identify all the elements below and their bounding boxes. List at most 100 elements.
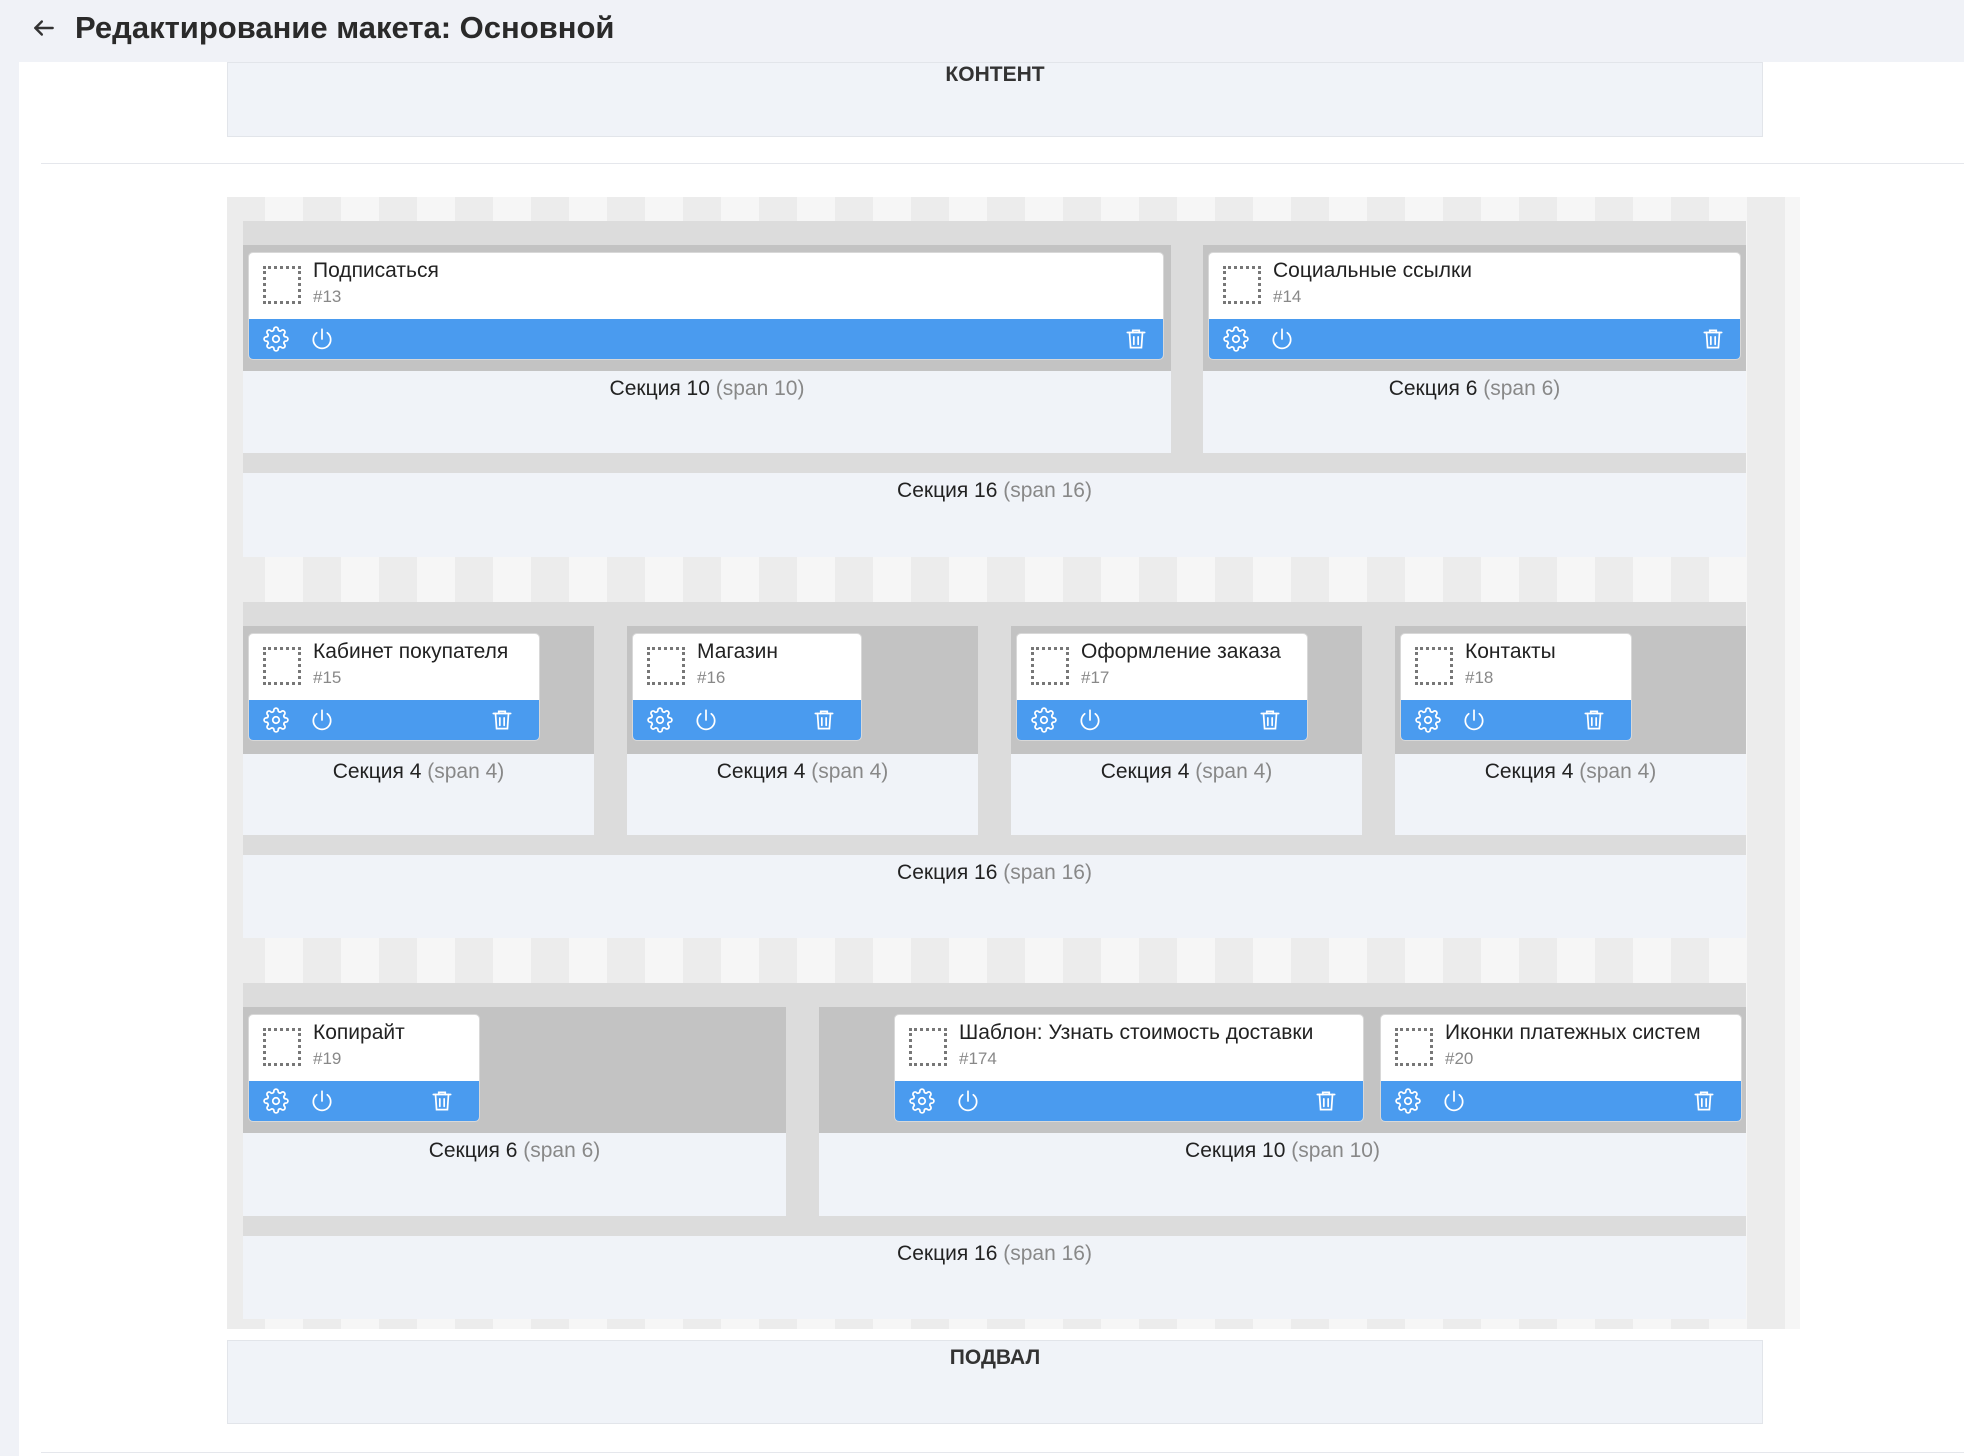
back-button[interactable] xyxy=(26,10,62,46)
widget-card[interactable]: Подписаться #13 xyxy=(249,253,1163,359)
trash-icon[interactable] xyxy=(1691,1088,1717,1114)
widget-placeholder-icon xyxy=(1395,1028,1433,1066)
section-label: Секция 4 (span 4) xyxy=(716,760,889,783)
widget-id: #174 xyxy=(959,1049,997,1068)
trash-icon[interactable] xyxy=(489,707,515,733)
divider xyxy=(41,1452,1964,1453)
widget-placeholder-icon xyxy=(263,266,301,304)
gear-icon[interactable] xyxy=(1223,326,1249,352)
content-region-label: КОНТЕНТ xyxy=(945,63,1045,86)
footer-region[interactable]: ПОДВАЛ xyxy=(227,1340,1763,1424)
widget-placeholder-icon xyxy=(1223,266,1261,304)
section-row-2-outer-body: Секция 16 (span 16) xyxy=(243,855,1746,938)
widget-name: Иконки платежных систем xyxy=(1445,1019,1733,1047)
gear-icon[interactable] xyxy=(1415,707,1441,733)
section-row-1[interactable]: Секция 16 (span 16) Подписаться #13 xyxy=(243,221,1746,557)
widget-toolbar xyxy=(633,700,861,740)
trash-icon[interactable] xyxy=(1257,707,1283,733)
section-label: Секция 10 (span 10) xyxy=(609,377,805,400)
gear-icon[interactable] xyxy=(909,1088,935,1114)
widget-name: Магазин xyxy=(697,638,853,666)
gear-icon[interactable] xyxy=(263,707,289,733)
widget-card[interactable]: Контакты #18 xyxy=(1401,634,1631,740)
trash-icon[interactable] xyxy=(1700,326,1726,352)
trash-icon[interactable] xyxy=(1313,1088,1339,1114)
widget-id: #19 xyxy=(313,1049,342,1068)
section-label: Секция 16 (span 16) xyxy=(897,861,1092,884)
gear-icon[interactable] xyxy=(263,326,289,352)
section-span-4[interactable]: Магазин #16 Секция 4 (span 4) xyxy=(627,626,978,835)
widget-card[interactable]: Оформление заказа #17 xyxy=(1017,634,1307,740)
trash-icon[interactable] xyxy=(1123,326,1149,352)
section-span-4[interactable]: Контакты #18 Секция 4 (span 4) xyxy=(1395,626,1746,835)
widget-card[interactable]: Копирайт #19 xyxy=(249,1015,479,1121)
widget-name: Социальные ссылки xyxy=(1273,257,1732,285)
widget-id: #20 xyxy=(1445,1049,1474,1068)
widget-toolbar xyxy=(1209,319,1740,359)
section-span-6[interactable]: Социальные ссылки #14 Секция 6 (span 6) xyxy=(1203,245,1746,453)
trash-icon[interactable] xyxy=(1581,707,1607,733)
section-span-4[interactable]: Кабинет покупателя #15 Секция 4 (span 4) xyxy=(243,626,594,835)
widget-id: #13 xyxy=(313,287,342,306)
layout-editor-panel: КОНТЕНТ Секция 16 (span 16) Подписаться … xyxy=(19,62,1964,1456)
widget-toolbar xyxy=(249,1081,479,1121)
widget-toolbar xyxy=(1017,700,1307,740)
widget-placeholder-icon xyxy=(647,647,685,685)
divider xyxy=(41,163,1964,164)
power-icon[interactable] xyxy=(1269,326,1295,352)
trash-icon[interactable] xyxy=(811,707,837,733)
content-region[interactable]: КОНТЕНТ xyxy=(227,62,1763,137)
widget-id: #16 xyxy=(697,668,726,687)
widget-name: Оформление заказа xyxy=(1081,638,1299,666)
section-row-2[interactable]: Секция 16 (span 16) Кабинет покупателя #… xyxy=(243,602,1746,938)
gear-icon[interactable] xyxy=(263,1088,289,1114)
section-row-3[interactable]: Секция 16 (span 16) Копирайт #19 xyxy=(243,983,1746,1319)
section-span-10[interactable]: Подписаться #13 Секция 10 (span 10) xyxy=(243,245,1171,453)
widget-placeholder-icon xyxy=(1415,647,1453,685)
widget-placeholder-icon xyxy=(263,1028,301,1066)
arrow-left-icon xyxy=(34,20,54,36)
widget-placeholder-icon xyxy=(909,1028,947,1066)
power-icon[interactable] xyxy=(1441,1088,1467,1114)
power-icon[interactable] xyxy=(309,326,335,352)
widget-card[interactable]: Иконки платежных систем #20 xyxy=(1381,1015,1741,1121)
power-icon[interactable] xyxy=(309,707,335,733)
widget-card[interactable]: Кабинет покупателя #15 xyxy=(249,634,539,740)
widget-name: Контакты xyxy=(1465,638,1623,666)
section-label: Секция 6 (span 6) xyxy=(428,1139,601,1162)
widget-id: #18 xyxy=(1465,668,1494,687)
trash-icon[interactable] xyxy=(429,1088,455,1114)
widget-card[interactable]: Магазин #16 xyxy=(633,634,861,740)
sections-wrapper: Секция 16 (span 16) Подписаться #13 xyxy=(227,197,1800,1329)
section-row-1-outer-body: Секция 16 (span 16) xyxy=(243,473,1746,557)
gear-icon[interactable] xyxy=(1031,707,1057,733)
section-label: Секция 4 (span 4) xyxy=(1100,760,1273,783)
power-icon[interactable] xyxy=(955,1088,981,1114)
footer-region-label: ПОДВАЛ xyxy=(949,1346,1041,1369)
widget-toolbar xyxy=(1381,1081,1741,1121)
widget-card[interactable]: Шаблон: Узнать стоимость доставки #174 xyxy=(895,1015,1363,1121)
power-icon[interactable] xyxy=(1461,707,1487,733)
widget-toolbar xyxy=(249,319,1163,359)
power-icon[interactable] xyxy=(1077,707,1103,733)
section-span-6[interactable]: Копирайт #19 Секция 6 (span 6) xyxy=(243,1007,786,1216)
gear-icon[interactable] xyxy=(647,707,673,733)
section-span-4[interactable]: Оформление заказа #17 Секция 4 (span 4) xyxy=(1011,626,1362,835)
power-icon[interactable] xyxy=(693,707,719,733)
section-label: Секция 6 (span 6) xyxy=(1388,377,1561,400)
widget-id: #15 xyxy=(313,668,342,687)
section-label: Секция 4 (span 4) xyxy=(332,760,505,783)
section-row-3-outer-body: Секция 16 (span 16) xyxy=(243,1236,1746,1319)
section-span-10[interactable]: Шаблон: Узнать стоимость доставки #174 И… xyxy=(819,1007,1746,1216)
gear-icon[interactable] xyxy=(1395,1088,1421,1114)
widget-name: Кабинет покупателя xyxy=(313,638,531,666)
widget-id: #14 xyxy=(1273,287,1302,306)
widget-toolbar xyxy=(1401,700,1631,740)
section-label: Секция 4 (span 4) xyxy=(1484,760,1657,783)
widget-card[interactable]: Социальные ссылки #14 xyxy=(1209,253,1740,359)
widget-id: #17 xyxy=(1081,668,1110,687)
page-header: Редактирование макета: Основной xyxy=(0,0,1964,62)
widget-toolbar xyxy=(895,1081,1363,1121)
power-icon[interactable] xyxy=(309,1088,335,1114)
page-title: Редактирование макета: Основной xyxy=(75,10,615,45)
